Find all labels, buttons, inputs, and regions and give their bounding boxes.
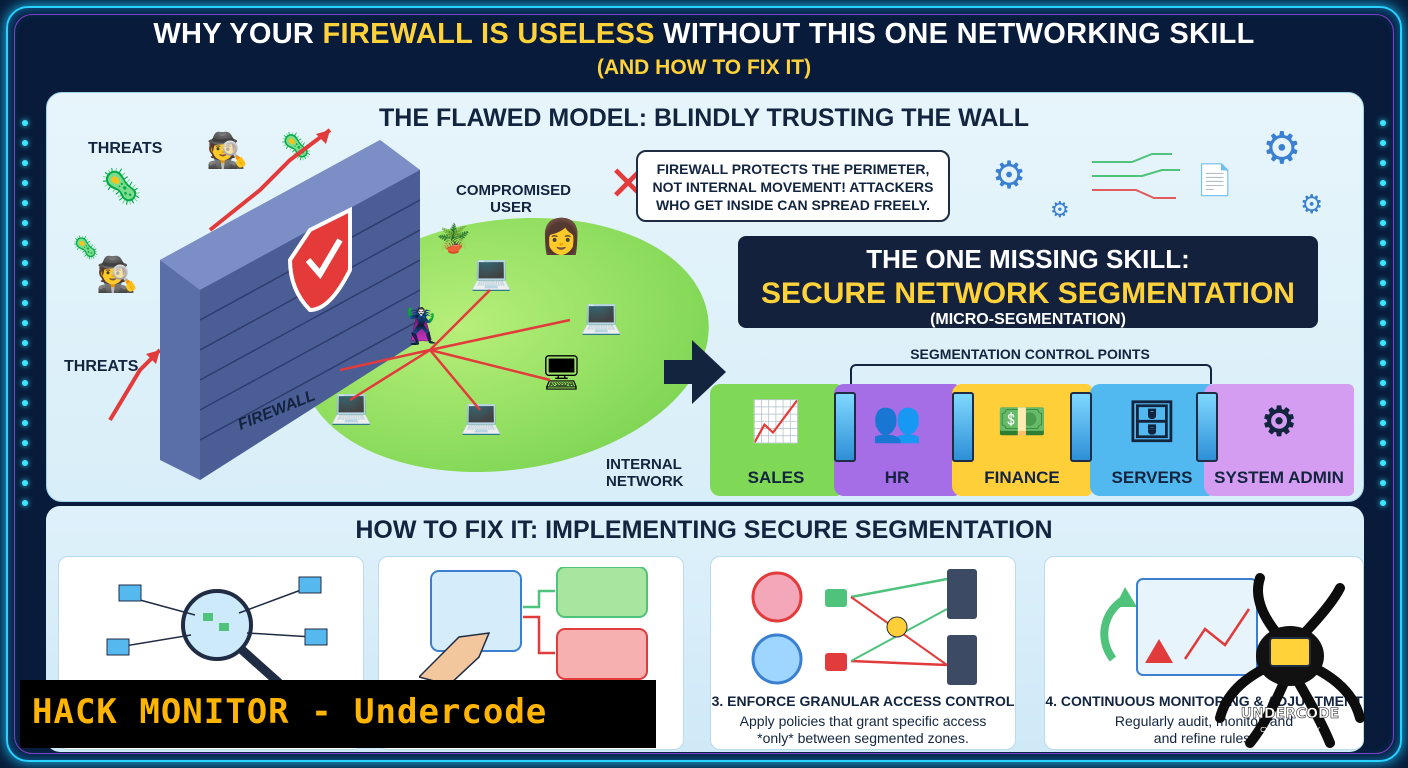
- gear-icon: ⚙: [1300, 190, 1324, 220]
- firewall-wall: [160, 140, 420, 480]
- missing-skill-box: THE ONE MISSING SKILL: SECURE NETWORK SE…: [738, 236, 1318, 328]
- zone-finance: 💵 FINANCE: [952, 384, 1092, 496]
- gear-icon: ⚙: [1262, 123, 1302, 174]
- threats-label-top: THREATS: [88, 140, 163, 157]
- threat-arrows: [108, 128, 332, 422]
- transition-arrow-body: [664, 360, 694, 384]
- laptop-icon: 💻: [330, 387, 373, 427]
- zone-label: SERVERS: [1111, 468, 1193, 487]
- zone-label: HR: [884, 468, 910, 487]
- title-part1: WHY YOUR: [153, 18, 323, 50]
- threats-label-bottom: THREATS: [64, 358, 139, 375]
- svg-text:CYBER SECURITY: CYBER SECURITY: [1260, 726, 1320, 734]
- segmentation-gate: [1196, 392, 1218, 462]
- undercode-logo: UNDERCODE CYBER SECURITY: [1215, 573, 1365, 748]
- zone-label: SALES: [747, 468, 805, 487]
- right-dot-strip: [1378, 120, 1388, 520]
- skill-line2: SECURE NETWORK SEGMENTATION: [761, 277, 1295, 310]
- gear-icon: ⚙: [1261, 400, 1297, 444]
- page-subtitle: (AND HOW TO FIX IT): [596, 56, 812, 79]
- server-icon: 🗄: [1126, 400, 1178, 444]
- plant-icon: 🪴: [436, 222, 471, 255]
- monitor-icon: 🖥: [540, 353, 584, 393]
- zone-system-admin: ⚙ SYSTEM ADMIN: [1204, 384, 1354, 496]
- step-3-title: 3. ENFORCE GRANULAR ACCESS CONTROL: [711, 693, 1015, 709]
- fix-heading: HOW TO FIX IT: IMPLEMENTING SECURE SEGME…: [355, 516, 1053, 544]
- title-highlight: FIREWALL IS USELESS: [322, 18, 655, 50]
- gear-icon: ⚙: [992, 153, 1027, 197]
- skill-line3: (MICRO-SEGMENTATION): [930, 311, 1126, 328]
- circuit-icon: [1092, 153, 1180, 199]
- control-points-bracket: [850, 364, 1212, 384]
- define-zones-icon: [419, 567, 648, 686]
- laptop-icon: 💻: [460, 397, 503, 437]
- people-icon: 👥: [872, 400, 922, 444]
- internal-network-label: INTERNAL NETWORK: [606, 456, 684, 490]
- monitoring-icon: [1100, 578, 1258, 676]
- flawed-model-heading: THE FLAWED MODEL: BLINDLY TRUSTING THE W…: [379, 104, 1029, 132]
- chart-icon: 📈: [751, 400, 801, 444]
- step-3-desc: Apply policies that grant specific acces…: [739, 713, 987, 746]
- virus-icon: 🦠: [72, 236, 100, 261]
- zone-label: FINANCE: [984, 468, 1060, 487]
- virus-icon: 🦠: [100, 167, 143, 207]
- user-icon: 👩: [540, 217, 583, 257]
- zone-sales: 📈 SALES: [710, 384, 842, 496]
- step-4-desc: Regularly audit, monitor, and and refine…: [1114, 713, 1294, 746]
- left-dot-strip: [20, 120, 30, 520]
- lateral-movement-arrows: [340, 289, 571, 411]
- gear-icon: ⚙: [1050, 198, 1070, 223]
- page-title: WHY YOUR FIREWALL IS USELESS WITHOUT THI…: [0, 18, 1408, 51]
- compromised-user-label: COMPROMISED USER: [456, 182, 572, 216]
- step-4-title: 4. CONTINUOUS MONITORING & ADJUSTMENT: [1045, 693, 1363, 709]
- segmentation-gate: [1070, 392, 1092, 462]
- neon-frame: [6, 6, 1402, 762]
- money-icon: 💵: [997, 400, 1047, 444]
- svg-text:UNDERCODE: UNDERCODE: [1241, 706, 1339, 722]
- laptop-icon: 💻: [580, 297, 623, 337]
- zone-servers: 🗄 SERVERS: [1090, 384, 1214, 496]
- hacker-icon: 🕵: [96, 255, 139, 295]
- laptop-icon: 💻: [470, 253, 513, 293]
- discovery-icon: [106, 576, 328, 687]
- perimeter-callout: FIREWALL PROTECTS THE PERIMETER, NOT INT…: [636, 150, 950, 222]
- access-control-icon: [751, 569, 977, 685]
- inner-frame: [14, 14, 1394, 754]
- document-icon: 📄: [1196, 163, 1234, 198]
- banner-text: HACK MONITOR - Undercode: [32, 692, 548, 732]
- hack-monitor-banner: HACK MONITOR - Undercode: [20, 680, 656, 748]
- control-points-label: SEGMENTATION CONTROL POINTS: [910, 346, 1150, 362]
- skill-line1: THE ONE MISSING SKILL:: [866, 244, 1190, 274]
- segmentation-gate: [834, 392, 856, 462]
- step-card-3: 3. ENFORCE GRANULAR ACCESS CONTROL Apply…: [710, 556, 1016, 750]
- segmentation-gate: [952, 392, 974, 462]
- title-part2: WITHOUT THIS ONE NETWORKING SKILL: [654, 18, 1255, 50]
- zone-label: SYSTEM ADMIN: [1214, 468, 1344, 487]
- hacker-icon: 🕵: [206, 131, 249, 171]
- attacker-icon: 🦹: [400, 307, 443, 347]
